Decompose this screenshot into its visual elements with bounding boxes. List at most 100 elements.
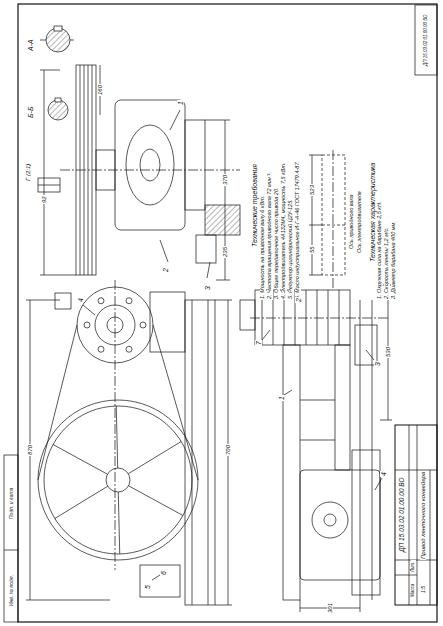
label-text: ДП 15.03.02 01.00.00 ВО xyxy=(424,13,429,67)
plan-view-stroke xyxy=(44,406,192,554)
section-views-stroke xyxy=(46,28,70,52)
upper-view-stroke xyxy=(207,262,210,278)
upper-view-stroke xyxy=(170,110,180,130)
foundation-plan-stroke xyxy=(309,155,322,156)
plan-view-stroke xyxy=(192,300,193,605)
title-block-stroke xyxy=(395,575,417,576)
plan-view-stroke xyxy=(208,300,209,605)
label-text: 3. Диаметр барабана 400 мм. xyxy=(391,220,397,300)
label-text: 55 xyxy=(309,246,315,255)
foundation-plan xyxy=(309,150,345,290)
callout-number: 2 xyxy=(295,297,302,303)
callout-number: 2 xyxy=(162,267,169,273)
plan-view-stroke xyxy=(215,300,232,301)
plan-view-stroke xyxy=(55,293,71,309)
upper-view-stroke xyxy=(185,120,205,210)
section-views-stroke xyxy=(38,185,60,186)
callout-number: 6 xyxy=(160,570,167,576)
plan-view-stroke-stroke xyxy=(140,322,146,328)
label-text: Подп. и дата xyxy=(9,486,14,519)
plan-view-stroke xyxy=(83,305,95,315)
front-view-stroke-stroke xyxy=(328,290,329,345)
plan-view-stroke xyxy=(140,565,180,597)
section-views-stroke xyxy=(70,40,74,41)
upper-view-stroke xyxy=(196,235,216,263)
title-block xyxy=(395,425,437,605)
label-text: 1:5 xyxy=(421,586,426,595)
front-view-stroke xyxy=(380,420,392,421)
plan-view-stroke-stroke xyxy=(98,346,104,352)
front-view-stroke xyxy=(300,600,301,612)
plan-view-stroke xyxy=(115,280,116,570)
title-block-stroke xyxy=(417,425,418,605)
label-text: 301 xyxy=(327,602,333,614)
front-view-stroke xyxy=(300,440,335,441)
sheet-frame-stroke xyxy=(4,550,18,551)
foundation-plan-stroke xyxy=(322,225,345,226)
section-views-stroke xyxy=(48,100,68,120)
label-text: Привод ленточного конвейера xyxy=(420,470,426,559)
foundation-plan-stroke xyxy=(322,155,345,275)
upper-view-stroke xyxy=(44,70,45,275)
label-text: 523 xyxy=(309,184,315,196)
upper-view-stroke xyxy=(126,125,174,205)
plan-view-stroke xyxy=(153,325,198,480)
label-text: Лит. xyxy=(411,561,416,574)
plan-view-stroke xyxy=(106,468,130,492)
callout-number: 3 xyxy=(204,285,211,291)
front-view-stroke xyxy=(324,514,336,526)
upper-view-stroke xyxy=(115,100,185,230)
label-text: ДП 15.03.02 01.00.00 ВО xyxy=(399,477,406,554)
plan-view-stroke xyxy=(152,575,160,580)
label-text: 870 xyxy=(27,444,33,456)
front-view-stroke xyxy=(240,300,255,330)
plan-view-stroke-stroke xyxy=(126,298,132,304)
upper-view-stroke xyxy=(205,120,230,121)
callout-number: 1 xyxy=(177,100,184,106)
label-text: 6. Масло индустриальное И-Г-А-46 ГОСТ 17… xyxy=(295,160,301,300)
front-view-stroke xyxy=(352,450,380,595)
callout-number: 4 xyxy=(380,471,387,477)
upper-view-stroke xyxy=(40,275,76,276)
upper-view-stroke xyxy=(216,280,230,281)
front-view-stroke xyxy=(312,502,348,538)
section-views-stroke xyxy=(38,178,60,192)
front-view-stroke-stroke xyxy=(317,290,318,345)
front-view-stroke-stroke xyxy=(306,290,307,345)
callout-number: 4 xyxy=(77,297,84,303)
upper-view-stroke xyxy=(40,70,60,71)
label-text: Техническая характеристика xyxy=(369,161,376,262)
front-view-stroke xyxy=(360,600,361,612)
front-view-stroke xyxy=(372,300,373,600)
title-block-stroke xyxy=(409,425,410,605)
front-view-stroke xyxy=(366,350,374,360)
sheet-frame-stroke xyxy=(18,4,437,622)
plan-view-stroke xyxy=(215,605,232,606)
callout-number: 3 xyxy=(374,361,381,367)
label-text: 3. Общее передаточное число привода 20. xyxy=(274,187,280,300)
label-text: 5. Редуктор цилиндрический Ц2У-125. xyxy=(288,198,294,300)
front-view-stroke-stroke xyxy=(339,290,340,345)
section-views xyxy=(38,26,74,192)
plan-view-stroke xyxy=(150,292,185,352)
upper-view-stroke xyxy=(160,240,168,262)
label-text: 235 xyxy=(222,246,228,258)
plan-view-stroke-stroke xyxy=(118,492,119,554)
label-text: Технические требования xyxy=(251,162,258,247)
section-views-stroke xyxy=(55,98,61,102)
plan-view-stroke xyxy=(185,300,215,605)
front-view-stroke xyxy=(335,345,350,470)
plan-view-stroke xyxy=(38,400,198,560)
foundation-plan-stroke xyxy=(333,150,334,290)
callout-number: 7 xyxy=(255,340,262,346)
section-views-stroke xyxy=(54,26,62,31)
label-text: Инв. № подл. xyxy=(9,573,14,606)
front-view-stroke xyxy=(284,390,292,395)
foundation-plan-stroke xyxy=(312,155,313,275)
label-text: А-А xyxy=(27,38,34,52)
label-text: 1. Мощность на приводном валу 6 кВт. xyxy=(260,195,266,300)
plan-view-stroke xyxy=(26,600,110,601)
plan-view-stroke-stroke xyxy=(116,406,117,468)
label-text: Ось приводного вала xyxy=(349,194,355,251)
